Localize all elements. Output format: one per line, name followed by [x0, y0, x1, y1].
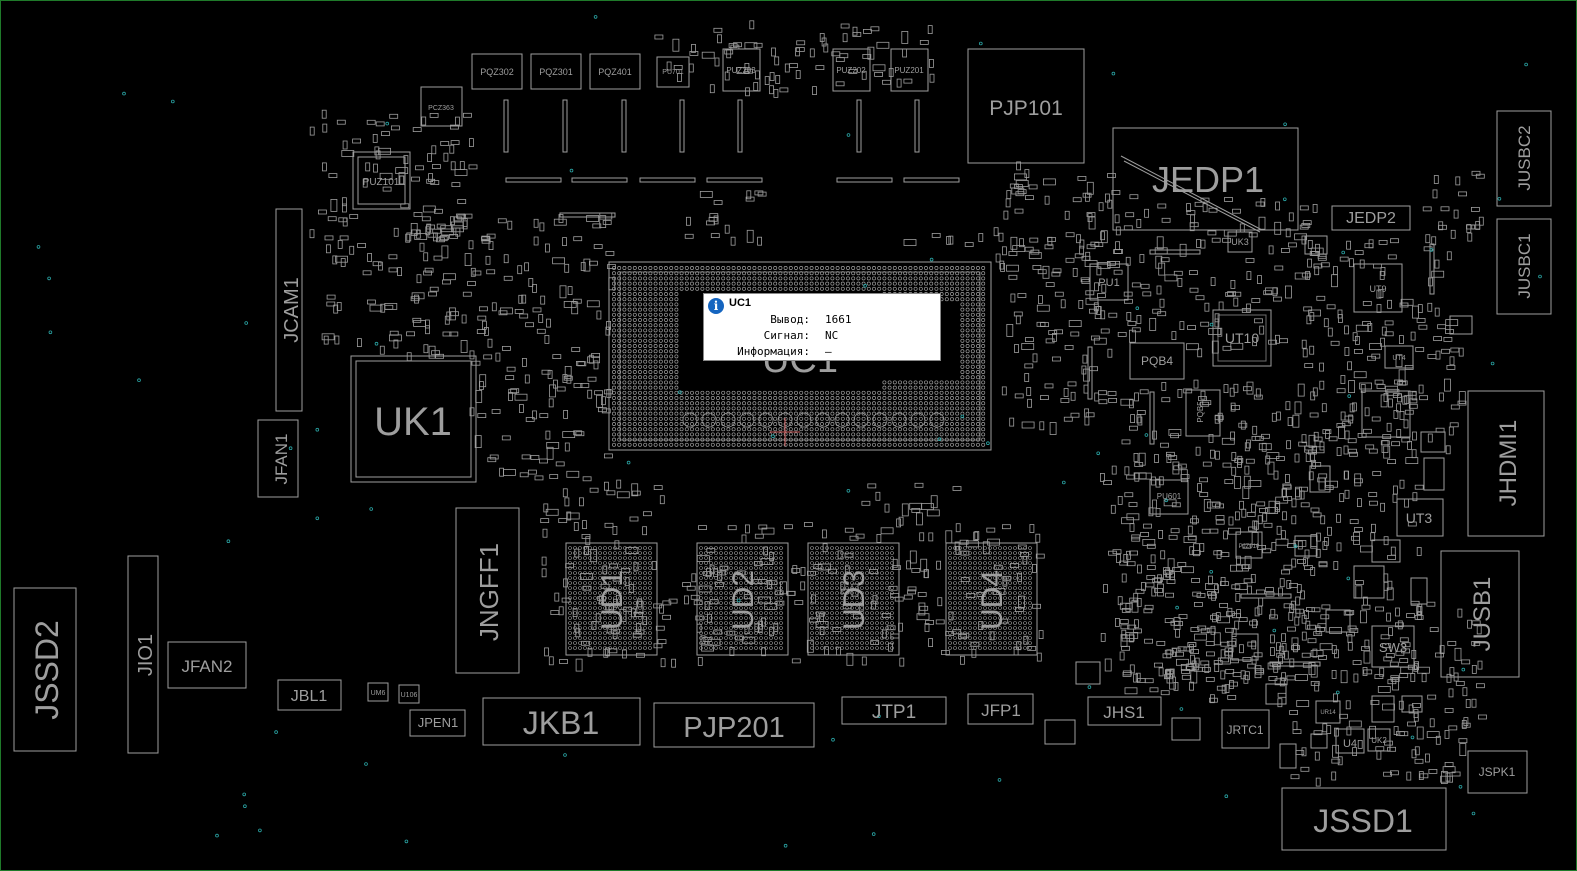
- label-ut10: UT10: [1225, 330, 1259, 346]
- label-jcam1: JCAM1: [281, 277, 303, 343]
- label-um6: UM6: [371, 690, 386, 697]
- label-ud4: UD4: [976, 570, 1009, 630]
- label-jbl1: JBL1: [291, 688, 328, 705]
- label-puz101: PUZ101: [363, 177, 400, 188]
- pin-crosshair: [770, 418, 800, 446]
- label-jfp1: JFP1: [981, 701, 1021, 720]
- label-pqb4: PQB4: [1141, 354, 1173, 368]
- component-info-tooltip: i UC1 Вывод: 1661 Сигнал: NC Информация:…: [703, 293, 941, 361]
- label-u4: U4: [1343, 738, 1357, 750]
- label-jhs1: JHS1: [1103, 703, 1145, 722]
- label-pcz363: PCZ363: [428, 105, 454, 112]
- tooltip-value: NC: [825, 329, 839, 342]
- label-jio1: JIO1: [135, 634, 157, 676]
- jedp1-pads: [1120, 155, 1263, 233]
- label-u106: U106: [401, 692, 418, 699]
- tooltip-key: Сигнал:: [763, 329, 810, 342]
- label-pjp201: PJP201: [683, 712, 785, 744]
- tooltip-key: Информация:: [737, 345, 810, 358]
- label-jssd2: JSSD2: [29, 620, 65, 720]
- label-jkb1: JKB1: [523, 705, 599, 741]
- label-jtp1: JTP1: [872, 702, 916, 723]
- label-pqz301: PQZ301: [539, 67, 573, 77]
- vias: [36, 15, 1542, 848]
- component-outlines: [13, 48, 1552, 851]
- label-uk2: UK2: [1371, 736, 1387, 745]
- label-jedp2: JEDP2: [1346, 210, 1396, 227]
- label-pqz401: PQZ401: [598, 67, 632, 77]
- label-pjp101: PJP101: [989, 97, 1063, 120]
- label-jhdmi1: JHDMI1: [1495, 420, 1522, 507]
- label-uk3: UK3: [1231, 237, 1249, 247]
- label-jspk1: JSPK1: [1479, 765, 1516, 779]
- info-icon: i: [708, 298, 724, 314]
- label-jfan2: JFAN2: [181, 657, 232, 676]
- label-jfan1: JFAN1: [272, 433, 291, 484]
- label-pu1: PU1: [1098, 277, 1119, 289]
- passive-components: [309, 20, 1487, 787]
- label-pqb5: PQB5: [1196, 401, 1205, 423]
- label-jrtc1: JRTC1: [1226, 723, 1263, 737]
- tooltip-value: 1661: [825, 313, 852, 326]
- label-jngff1: JNGFF1: [474, 543, 504, 641]
- label-ud3: UD3: [838, 570, 871, 630]
- label-uk1: UK1: [374, 400, 452, 444]
- label-jusbc2: JUSBC2: [1515, 125, 1534, 190]
- tooltip-title: UC1: [729, 297, 752, 309]
- label-ut9: UT9: [1369, 284, 1386, 294]
- label-pu701: PU701: [662, 69, 684, 76]
- tooltip-key: Вывод:: [770, 313, 810, 326]
- label-jusbc1: JUSBC1: [1515, 233, 1534, 298]
- label-jpen1: JPEN1: [418, 715, 458, 730]
- label-ut4: UT4: [1392, 355, 1405, 362]
- label-jssd1: JSSD1: [1313, 803, 1413, 839]
- label-ur14: UR14: [1320, 710, 1336, 716]
- tooltip-value: —: [825, 345, 832, 358]
- label-ud1: UD1: [596, 570, 629, 630]
- label-jusb1: JUSB1: [1469, 577, 1496, 652]
- label-pu601: PU601: [1157, 492, 1182, 501]
- label-sw3: SW3: [1379, 640, 1407, 655]
- label-ut3: UT3: [1406, 510, 1433, 526]
- label-pjz010: PJZ010: [1239, 544, 1260, 550]
- label-puz203: PUZ203: [726, 66, 756, 75]
- label-puz201: PUZ201: [894, 66, 924, 75]
- label-pqz302: PQZ302: [480, 67, 514, 77]
- label-jedp1: JEDP1: [1152, 159, 1264, 200]
- cpu-bga-pads: [612, 266, 986, 447]
- label-puz202: PUZ202: [836, 66, 866, 75]
- label-ud2: UD2: [727, 570, 760, 630]
